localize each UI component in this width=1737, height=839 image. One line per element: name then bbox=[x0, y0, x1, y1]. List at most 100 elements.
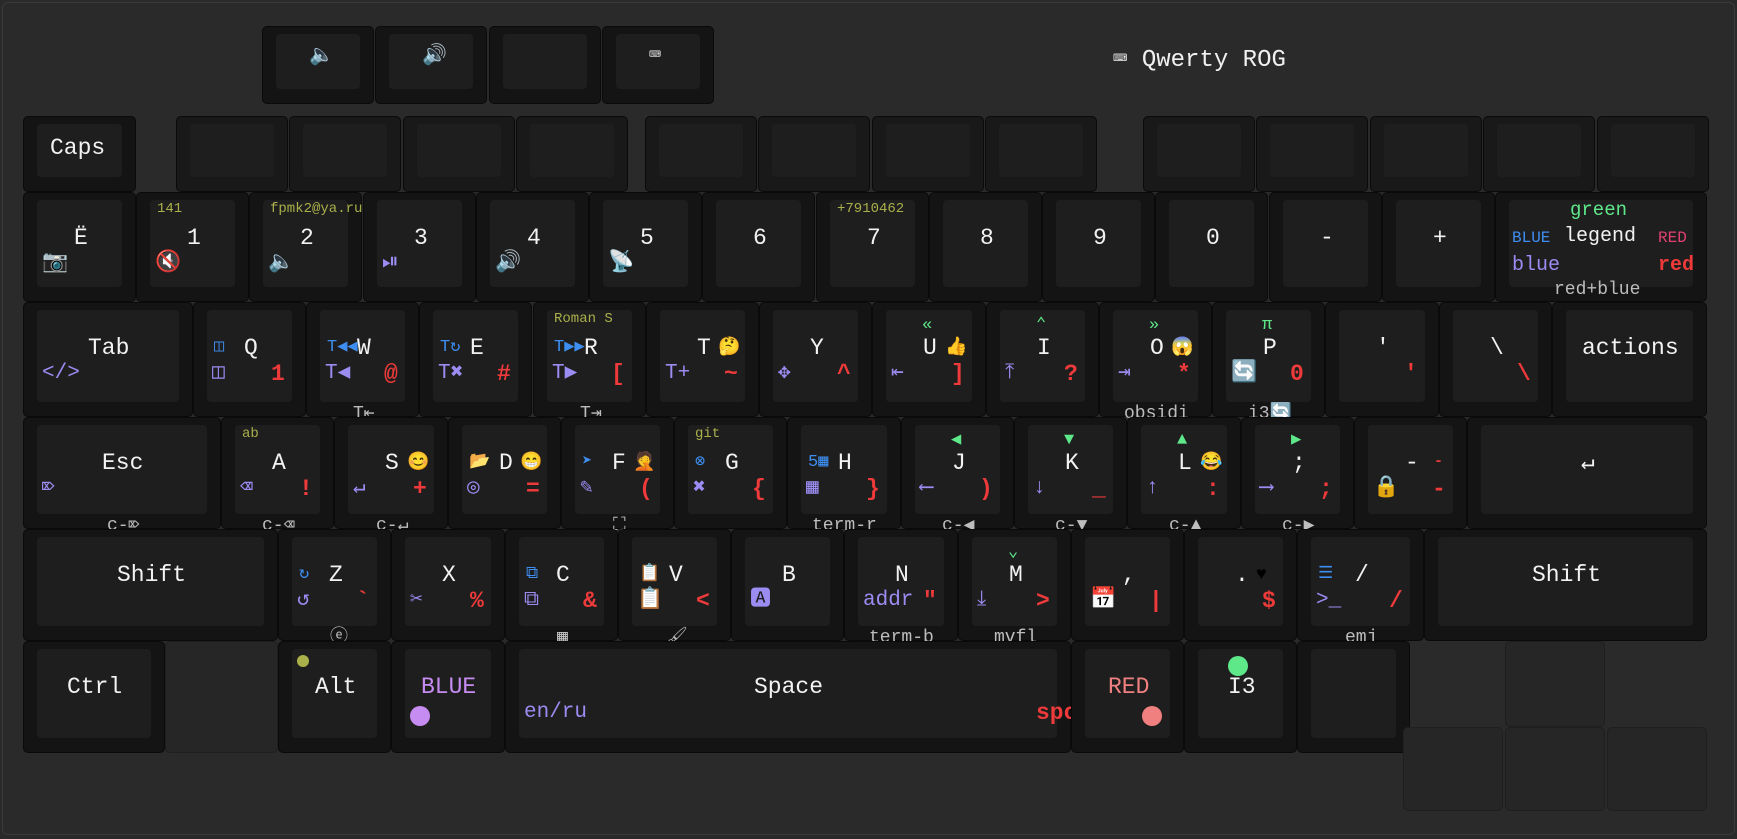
layout-title: ⌨ Qwerty ROG bbox=[1113, 47, 1286, 74]
key-row_z-z-1[interactable]: Z↻↺`ⓔ bbox=[278, 529, 391, 647]
key-row_q-sym-12[interactable]: \\ bbox=[1439, 302, 1552, 417]
key-row_z-x-2[interactable]: X✂% bbox=[391, 529, 505, 641]
key-row_a-sym-12[interactable]: ↵ bbox=[1467, 417, 1707, 529]
key-main-label: Y bbox=[810, 335, 824, 361]
f-key-3[interactable] bbox=[516, 116, 628, 192]
key-row_a-k-8[interactable]: K▼↓_c-▼ bbox=[1014, 417, 1127, 535]
keycap bbox=[575, 425, 660, 514]
key-row_a-s-2[interactable]: S😊↵+c-↵ bbox=[334, 417, 448, 535]
key-green-label: ◀ bbox=[951, 431, 962, 450]
f-key-1[interactable] bbox=[289, 116, 401, 192]
key-number_row-0-10[interactable]: 0 bbox=[1155, 192, 1268, 302]
f-key-0[interactable] bbox=[176, 116, 288, 192]
key-number_row-8-8[interactable]: 8 bbox=[929, 192, 1042, 302]
key-row_bottom-blue-3[interactable]: BLUE bbox=[391, 641, 505, 753]
key-number_row-sym-11[interactable]: - bbox=[1269, 192, 1382, 302]
key-row_q-tab-0[interactable]: Tab</> bbox=[23, 302, 193, 417]
key-row_bottom-sym-1[interactable] bbox=[165, 641, 278, 753]
f-key-5[interactable] bbox=[758, 116, 870, 192]
f-key-2[interactable] bbox=[403, 116, 515, 192]
key-blue-label: ⌦ bbox=[42, 477, 55, 500]
key-row_bottom-alt-2[interactable]: Alt bbox=[278, 641, 391, 753]
key-number_row-5-5[interactable]: 5📡 bbox=[589, 192, 702, 302]
key-blue-label: T▶ bbox=[552, 362, 578, 385]
key-row_q-actions-13[interactable]: actions bbox=[1552, 302, 1707, 417]
key-row_q-t-5[interactable]: T🤔T+~ bbox=[646, 302, 759, 417]
f-key-4[interactable] bbox=[645, 116, 757, 192]
key-row_z-c-3[interactable]: C⧉⧉&▦ bbox=[505, 529, 618, 647]
key-row_a-sym-10[interactable]: ;▶⟶;c-▶ bbox=[1241, 417, 1354, 535]
f-key-10[interactable] bbox=[1370, 116, 1482, 192]
key-red-label: ] bbox=[951, 361, 965, 387]
key-caps[interactable]: Caps bbox=[23, 116, 136, 192]
red-layer-dot bbox=[1142, 706, 1162, 726]
legend-both: red+blue bbox=[1554, 280, 1641, 300]
keycap bbox=[530, 124, 614, 177]
key-main-label: S bbox=[385, 450, 399, 476]
f-key-9[interactable] bbox=[1256, 116, 1368, 192]
f-key-7[interactable] bbox=[985, 116, 1097, 192]
key-row_z-m-7[interactable]: M⌄⤓>mvfl bbox=[958, 529, 1071, 647]
f-key-6[interactable] bbox=[872, 116, 984, 192]
key-row_q-o-9[interactable]: O»😱⇥*obsidi bbox=[1099, 302, 1212, 423]
legend-blue-upper: BLUE bbox=[1512, 229, 1551, 247]
keycap bbox=[886, 310, 972, 402]
key-row_q-sym-11[interactable]: '' bbox=[1325, 302, 1439, 417]
key-number_row-9-9[interactable]: 9 bbox=[1042, 192, 1155, 302]
key-row_a-f-4[interactable]: F➤🤦✎(⛶ bbox=[561, 417, 674, 535]
key-row_q-q-1[interactable]: Q◫◫1 bbox=[193, 302, 306, 417]
f-key-11[interactable] bbox=[1483, 116, 1595, 192]
f-key-12[interactable] bbox=[1597, 116, 1709, 192]
key-number_row-7-7[interactable]: 7+7910462 bbox=[816, 192, 929, 302]
key-row_a-l-9[interactable]: L▲😂↑:c-▲ bbox=[1127, 417, 1241, 535]
key-row_q-u-7[interactable]: U«👍⇤] bbox=[872, 302, 986, 417]
key-row_bottom-sym-7[interactable] bbox=[1297, 641, 1410, 753]
key-main-label: 3 bbox=[414, 225, 428, 251]
key-row_bottom-ctrl-0[interactable]: Ctrl bbox=[23, 641, 165, 753]
media-key-2[interactable] bbox=[489, 26, 601, 104]
f-key-8[interactable] bbox=[1143, 116, 1255, 192]
key-main-label: 4 bbox=[527, 225, 541, 251]
key-row_a-j-7[interactable]: J◀⟵)c-◀ bbox=[901, 417, 1014, 535]
key-row_z-shift-0[interactable]: Shift bbox=[23, 529, 278, 641]
key-main-label: Ctrl bbox=[67, 674, 123, 700]
key-number_row-6-6[interactable]: 6 bbox=[702, 192, 815, 302]
key-row_a-d-3[interactable]: D📂😁◎= bbox=[448, 417, 561, 529]
key-row_a-sym-11[interactable]: --🔒- bbox=[1354, 417, 1467, 529]
media-key-3[interactable]: ⌨ bbox=[602, 26, 714, 104]
keycap bbox=[716, 200, 801, 287]
key-number_row-3-3[interactable]: 3⏯ bbox=[363, 192, 476, 302]
keycap bbox=[1611, 124, 1695, 177]
key-main-label: RED bbox=[1108, 674, 1150, 700]
key-red-label: @ bbox=[384, 361, 398, 387]
key-row_z-sym-8[interactable]: ,📅| bbox=[1071, 529, 1184, 641]
key-row_q-y-6[interactable]: Y✥^ bbox=[759, 302, 872, 417]
key-row_a-esc-0[interactable]: Esc⌦c-⌦ bbox=[23, 417, 221, 535]
key-number_row-4-4[interactable]: 4🔊 bbox=[476, 192, 589, 302]
media-key-1[interactable]: 🔊 bbox=[375, 26, 487, 104]
key-row_z-v-4[interactable]: V📋📋<🖌 bbox=[618, 529, 731, 647]
key-row_z-shift-11[interactable]: Shift bbox=[1424, 529, 1707, 641]
key-number_row-sym-0[interactable]: Ё📷 bbox=[23, 192, 136, 302]
key-row_z-sym-10[interactable]: /☰>_/emj bbox=[1297, 529, 1424, 647]
media-key-0[interactable]: 🔈 bbox=[262, 26, 374, 104]
key-row_bottom-red-5[interactable]: RED bbox=[1071, 641, 1184, 753]
key-main-label: , bbox=[1122, 562, 1136, 588]
key-row_q-i-8[interactable]: I⌃⤒? bbox=[986, 302, 1099, 417]
key-number_row-sym-12[interactable]: + bbox=[1382, 192, 1495, 302]
key-row_z-sym-9[interactable]: .♥$ bbox=[1184, 529, 1297, 641]
key-row_z-b-5[interactable]: B🅰 bbox=[731, 529, 844, 641]
key-main-label: Alt bbox=[315, 674, 357, 700]
keycap bbox=[1368, 425, 1453, 514]
